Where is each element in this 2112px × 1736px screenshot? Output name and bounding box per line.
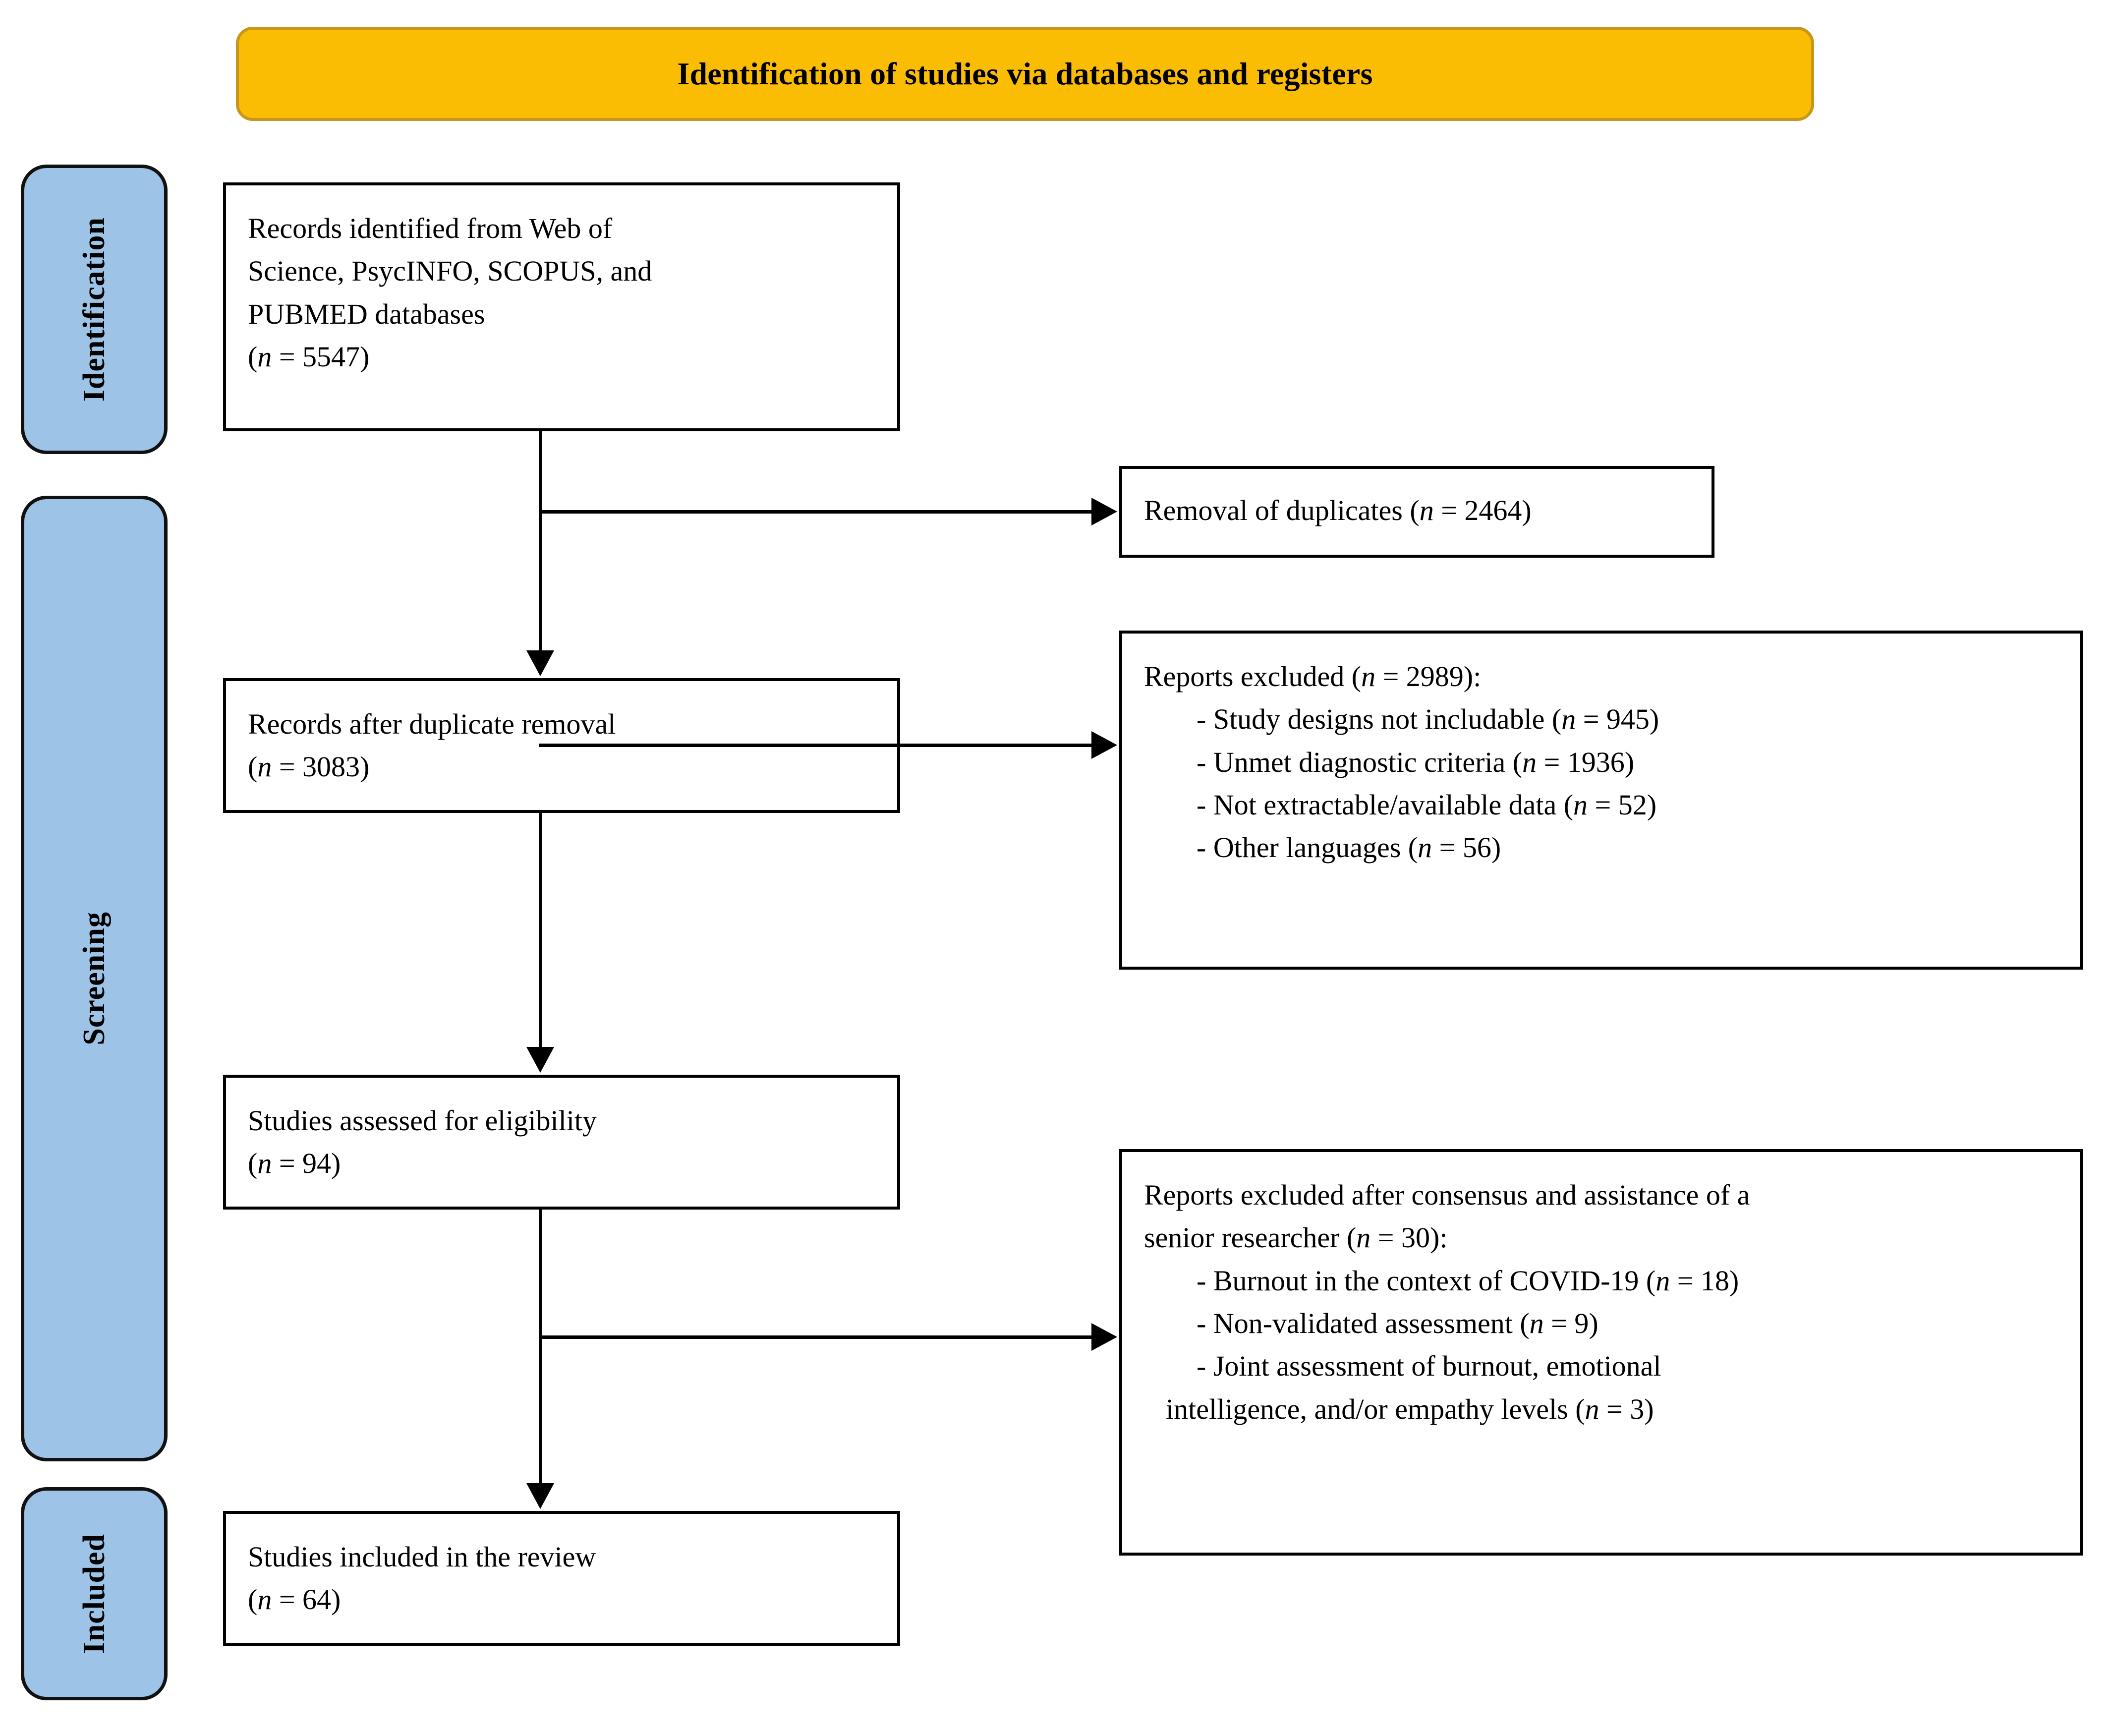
included-line-1: Studies included in the review <box>248 1541 596 1573</box>
stage-included-text: Included <box>77 1533 111 1654</box>
item-text: - Burnout in the context of COVID-19 ( <box>1197 1264 1656 1297</box>
box-records-identified: Records identified from Web of Science, … <box>223 182 900 431</box>
after-dup-count: (n = 3083) <box>248 747 875 787</box>
n-symbol: n <box>1419 494 1434 527</box>
paren-open: ( <box>248 1147 258 1180</box>
arrow-down-icon <box>526 650 554 676</box>
excluded-2-heading-line-2: senior researcher (n = 30): <box>1144 1217 2058 1258</box>
arrow-down-icon <box>526 1483 554 1509</box>
n-symbol: n <box>1529 1307 1544 1340</box>
n-symbol: n <box>1522 746 1537 778</box>
connector-branch-to-excluded-1 <box>539 744 1093 747</box>
excluded-1-heading-pre: Reports excluded ( <box>1144 660 1362 693</box>
arrow-down-icon <box>526 1047 554 1073</box>
included-count: (n = 64) <box>248 1579 875 1620</box>
arrow-right-icon <box>1091 731 1117 759</box>
connector-eligibility-to-included <box>539 1210 542 1486</box>
n-value: = 18) <box>1670 1264 1739 1297</box>
excluded-1-item-4: - Other languages (n = 56) <box>1144 827 2058 868</box>
after-dup-line-1: Records after duplicate removal <box>248 708 616 740</box>
excluded-2-item-1: - Burnout in the context of COVID-19 (n … <box>1144 1261 2058 1301</box>
excluded-1-item-3: - Not extractable/available data (n = 52… <box>1144 785 2058 825</box>
item-text: - Other languages ( <box>1197 831 1418 864</box>
connector-branch-to-duplicates <box>539 510 1093 514</box>
records-identified-line-1: Records identified from Web of <box>248 212 613 244</box>
item-text-cont: intelligence, and/or empathy levels ( <box>1166 1392 1585 1425</box>
box-reports-excluded-consensus: Reports excluded after consensus and ass… <box>1119 1149 2083 1556</box>
duplicates-label: Removal of duplicates ( <box>1144 494 1420 527</box>
stage-label-screening: Screening <box>21 496 168 1461</box>
n-symbol: n <box>257 341 272 373</box>
n-value: = 1936) <box>1537 746 1635 778</box>
connector-branch-to-excluded-2 <box>539 1335 1093 1339</box>
item-text: - Non-validated assessment ( <box>1197 1307 1530 1340</box>
stage-identification-text: Identification <box>77 217 111 402</box>
n-symbol: n <box>1585 1392 1599 1425</box>
item-text: - Joint assessment of burnout, emotional <box>1197 1350 1661 1383</box>
stage-label-included: Included <box>21 1487 168 1700</box>
excluded-2-heading-line-1: Reports excluded after consensus and ass… <box>1144 1179 1750 1211</box>
n-symbol: n <box>1655 1264 1670 1297</box>
paren-open: ( <box>248 1583 258 1616</box>
box-studies-included-in-review: Studies included in the review (n = 64) <box>223 1511 900 1646</box>
n-symbol: n <box>1418 831 1432 864</box>
records-identified-line-2: Science, PsycINFO, SCOPUS, and <box>248 255 652 288</box>
n-symbol: n <box>257 751 272 783</box>
n-symbol: n <box>1573 789 1588 821</box>
n-symbol: n <box>1561 703 1576 736</box>
n-value: = 64) <box>272 1583 341 1616</box>
box-studies-assessed-for-eligibility: Studies assessed for eligibility (n = 94… <box>223 1075 900 1210</box>
duplicates-text: Removal of duplicates (n = 2464) <box>1144 490 1532 531</box>
n-value: = 94) <box>272 1147 341 1180</box>
excluded-2-item-3-cont: intelligence, and/or empathy levels (n =… <box>1144 1389 2058 1430</box>
box-removal-of-duplicates: Removal of duplicates (n = 2464) <box>1119 466 1714 558</box>
n-value: = 2989): <box>1375 660 1482 693</box>
records-identified-line-3: PUBMED databases <box>248 297 485 330</box>
n-symbol: n <box>1361 660 1376 693</box>
n-value: = 5547) <box>272 341 370 373</box>
n-symbol: n <box>1356 1221 1371 1254</box>
excluded-1-item-2: - Unmet diagnostic criteria (n = 1936) <box>1144 742 2058 783</box>
arrow-right-icon <box>1091 1323 1117 1351</box>
eligibility-line-1: Studies assessed for eligibility <box>248 1104 597 1137</box>
n-value: = 2464) <box>1433 494 1532 527</box>
n-symbol: n <box>257 1147 272 1180</box>
n-value: = 9) <box>1543 1307 1598 1340</box>
header-title: Identification of studies via databases … <box>677 56 1373 91</box>
excluded-1-heading: Reports excluded (n = 2989): <box>1144 656 2058 697</box>
n-symbol: n <box>257 1583 272 1616</box>
item-text: - Not extractable/available data ( <box>1197 789 1574 821</box>
box-reports-excluded-screening: Reports excluded (n = 2989): - Study des… <box>1119 631 2083 970</box>
item-text: - Study designs not includable ( <box>1197 703 1562 736</box>
n-value: = 3083) <box>272 751 370 783</box>
paren-open: ( <box>248 341 258 373</box>
excluded-2-item-3: - Joint assessment of burnout, emotional <box>1144 1346 2058 1387</box>
excluded-1-item-1: - Study designs not includable (n = 945) <box>1144 699 2058 740</box>
connector-identified-to-after-dup <box>539 431 542 654</box>
n-value: = 56) <box>1432 831 1501 864</box>
n-value: = 30): <box>1370 1221 1448 1254</box>
connector-after-dup-to-eligibility <box>539 813 542 1050</box>
paren-open: ( <box>248 751 258 783</box>
arrow-right-icon <box>1091 498 1117 525</box>
stage-screening-text: Screening <box>77 912 111 1045</box>
eligibility-count: (n = 94) <box>248 1143 875 1184</box>
header-banner: Identification of studies via databases … <box>236 27 1814 121</box>
records-identified-count: (n = 5547) <box>248 337 875 377</box>
item-text: - Unmet diagnostic criteria ( <box>1197 746 1523 778</box>
excluded-2-heading-pre: senior researcher ( <box>1144 1221 1357 1254</box>
n-value: = 52) <box>1588 789 1657 821</box>
excluded-2-item-2: - Non-validated assessment (n = 9) <box>1144 1303 2058 1344</box>
n-value: = 945) <box>1576 703 1659 736</box>
stage-label-identification: Identification <box>21 165 168 454</box>
n-value: = 3) <box>1599 1392 1654 1425</box>
